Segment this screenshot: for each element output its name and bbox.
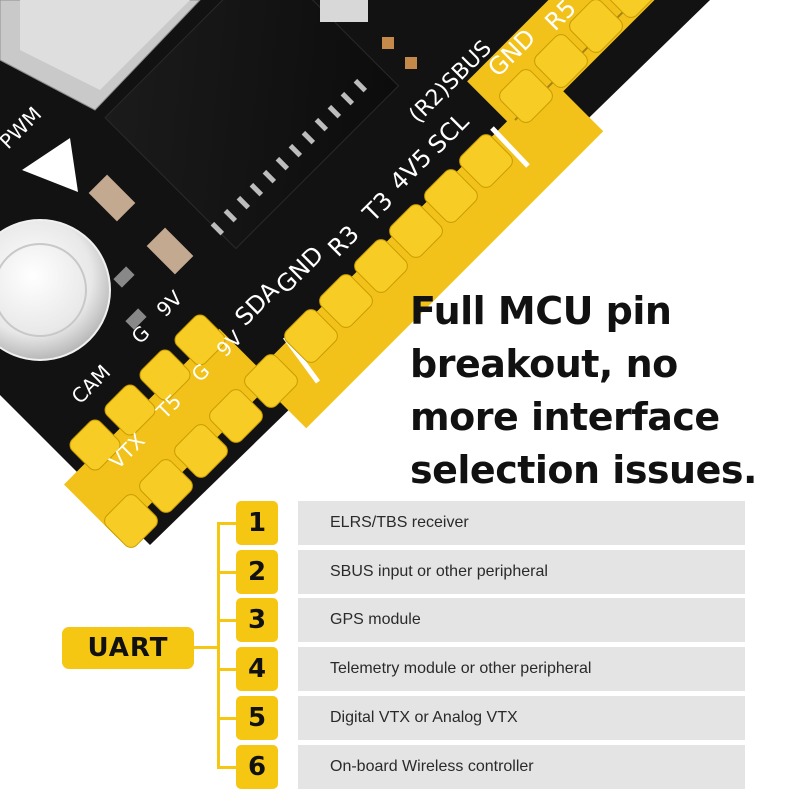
- solder-pads: [69, 0, 658, 548]
- uart-description: Telemetry module or other peripheral: [298, 647, 745, 691]
- row-tick: [217, 522, 239, 525]
- headline: Full MCU pin breakout, no more interface…: [410, 289, 757, 492]
- uart-row-3: 3 GPS module: [217, 598, 747, 642]
- uart-description: ELRS/TBS receiver: [298, 501, 745, 545]
- row-tick: [217, 717, 239, 720]
- sd-card-slot-inner: [20, 0, 190, 90]
- uart-number-badge: 2: [236, 550, 278, 594]
- uart-description: On-board Wireless controller: [298, 745, 745, 789]
- uart-number-badge: 1: [236, 501, 278, 545]
- row-tick: [217, 571, 239, 574]
- bracket-connector: [194, 646, 218, 649]
- uart-number-badge: 3: [236, 598, 278, 642]
- mounting-hole-ring: [0, 243, 87, 337]
- pad-row-top: [63, 0, 740, 538]
- uart-row-1: 1 ELRS/TBS receiver: [217, 501, 747, 545]
- uart-number-badge: 5: [236, 696, 278, 740]
- uart-number-badge: 4: [236, 647, 278, 691]
- pad-gap-1: [490, 126, 530, 168]
- uart-description: GPS module: [298, 598, 745, 642]
- arrow-marker: [22, 138, 78, 192]
- bracket-line: [217, 522, 220, 767]
- uart-badge: UART: [62, 627, 194, 669]
- uart-description: SBUS input or other peripheral: [298, 550, 745, 594]
- chip-pins: [210, 78, 368, 236]
- uart-row-6: 6 On-board Wireless controller: [217, 745, 747, 789]
- row-tick: [217, 766, 239, 769]
- smd-components: [88, 0, 417, 330]
- uart-description: Digital VTX or Analog VTX: [298, 696, 745, 740]
- uart-row-2: 2 SBUS input or other peripheral: [217, 550, 747, 594]
- uart-number-badge: 6: [236, 745, 278, 789]
- uart-row-5: 5 Digital VTX or Analog VTX: [217, 696, 747, 740]
- row-tick: [217, 619, 239, 622]
- row-tick: [217, 668, 239, 671]
- uart-row-4: 4 Telemetry module or other peripheral: [217, 647, 747, 691]
- mounting-hole: [0, 219, 111, 361]
